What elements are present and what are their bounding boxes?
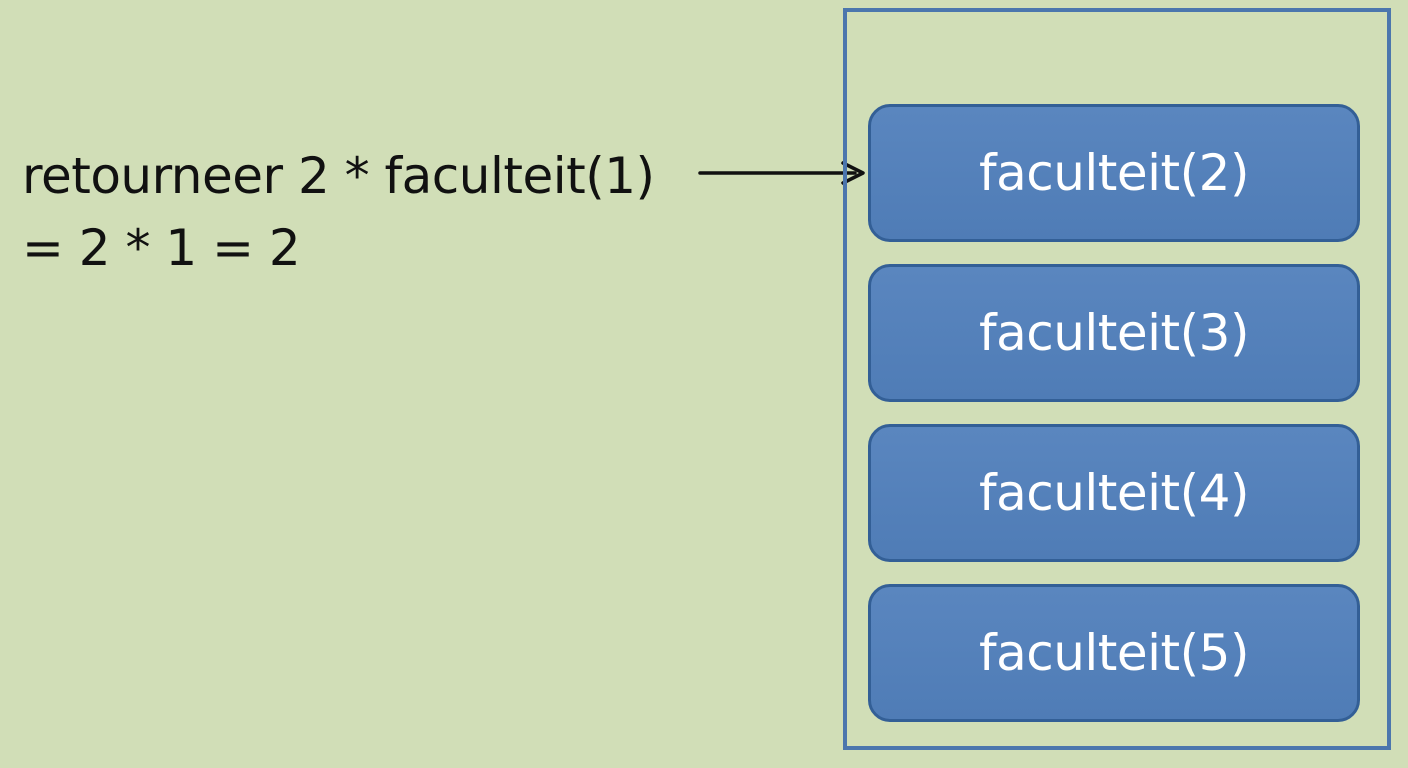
stack-frame-faculteit-3: faculteit(3) [868,264,1360,402]
stack-frame-label: faculteit(4) [978,464,1250,522]
stack-frame-label: faculteit(5) [978,624,1250,682]
return-expression: retourneer 2 * faculteit(1) [22,147,655,205]
call-stack-container [843,8,1391,750]
computation-result: = 2 * 1 = 2 [22,219,301,277]
stack-frame-label: faculteit(3) [978,304,1250,362]
recursion-explanation: retourneer 2 * faculteit(1) = 2 * 1 = 2 [22,140,655,284]
stack-frame-label: faculteit(2) [978,144,1250,202]
stack-frame-faculteit-5: faculteit(5) [868,584,1360,722]
stack-frame-faculteit-2: faculteit(2) [868,104,1360,242]
stack-frame-faculteit-4: faculteit(4) [868,424,1360,562]
